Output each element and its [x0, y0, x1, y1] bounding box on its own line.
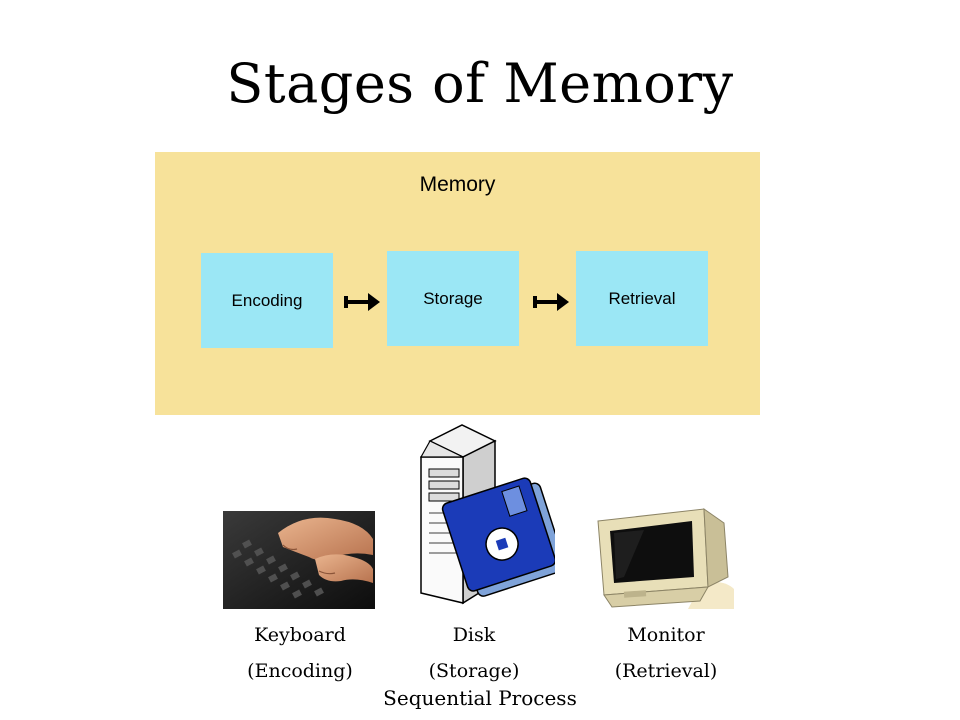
keyboard-image [223, 511, 375, 609]
retrieval-stage-box: Retrieval [576, 251, 708, 346]
storage-stage-label: Storage [423, 288, 483, 308]
encoding-stage-label: Encoding [231, 290, 303, 310]
arrow-right-icon [533, 293, 569, 311]
encoding-stage-box: Encoding [201, 253, 333, 348]
slide-title: Stages of Memory [226, 52, 734, 115]
memory-diagram-panel: Memory Encoding Storage Retrieval [155, 152, 760, 415]
retrieval-stage-label: Retrieval [608, 288, 676, 308]
storage-stage-box: Storage [387, 251, 519, 346]
keyboard-stage-caption: (Encoding) [247, 660, 353, 682]
disk-image [419, 424, 555, 605]
sequential-process-caption: Sequential Process [383, 686, 577, 710]
monitor-image [584, 503, 736, 609]
monitor-caption: Monitor [627, 624, 705, 646]
disk-stage-caption: (Storage) [428, 660, 520, 682]
monitor-stage-caption: (Retrieval) [614, 660, 718, 682]
keyboard-caption: Keyboard [254, 624, 346, 646]
arrow-right-icon [344, 293, 380, 311]
memory-panel-title: Memory [419, 173, 496, 196]
disk-caption: Disk [452, 624, 496, 646]
